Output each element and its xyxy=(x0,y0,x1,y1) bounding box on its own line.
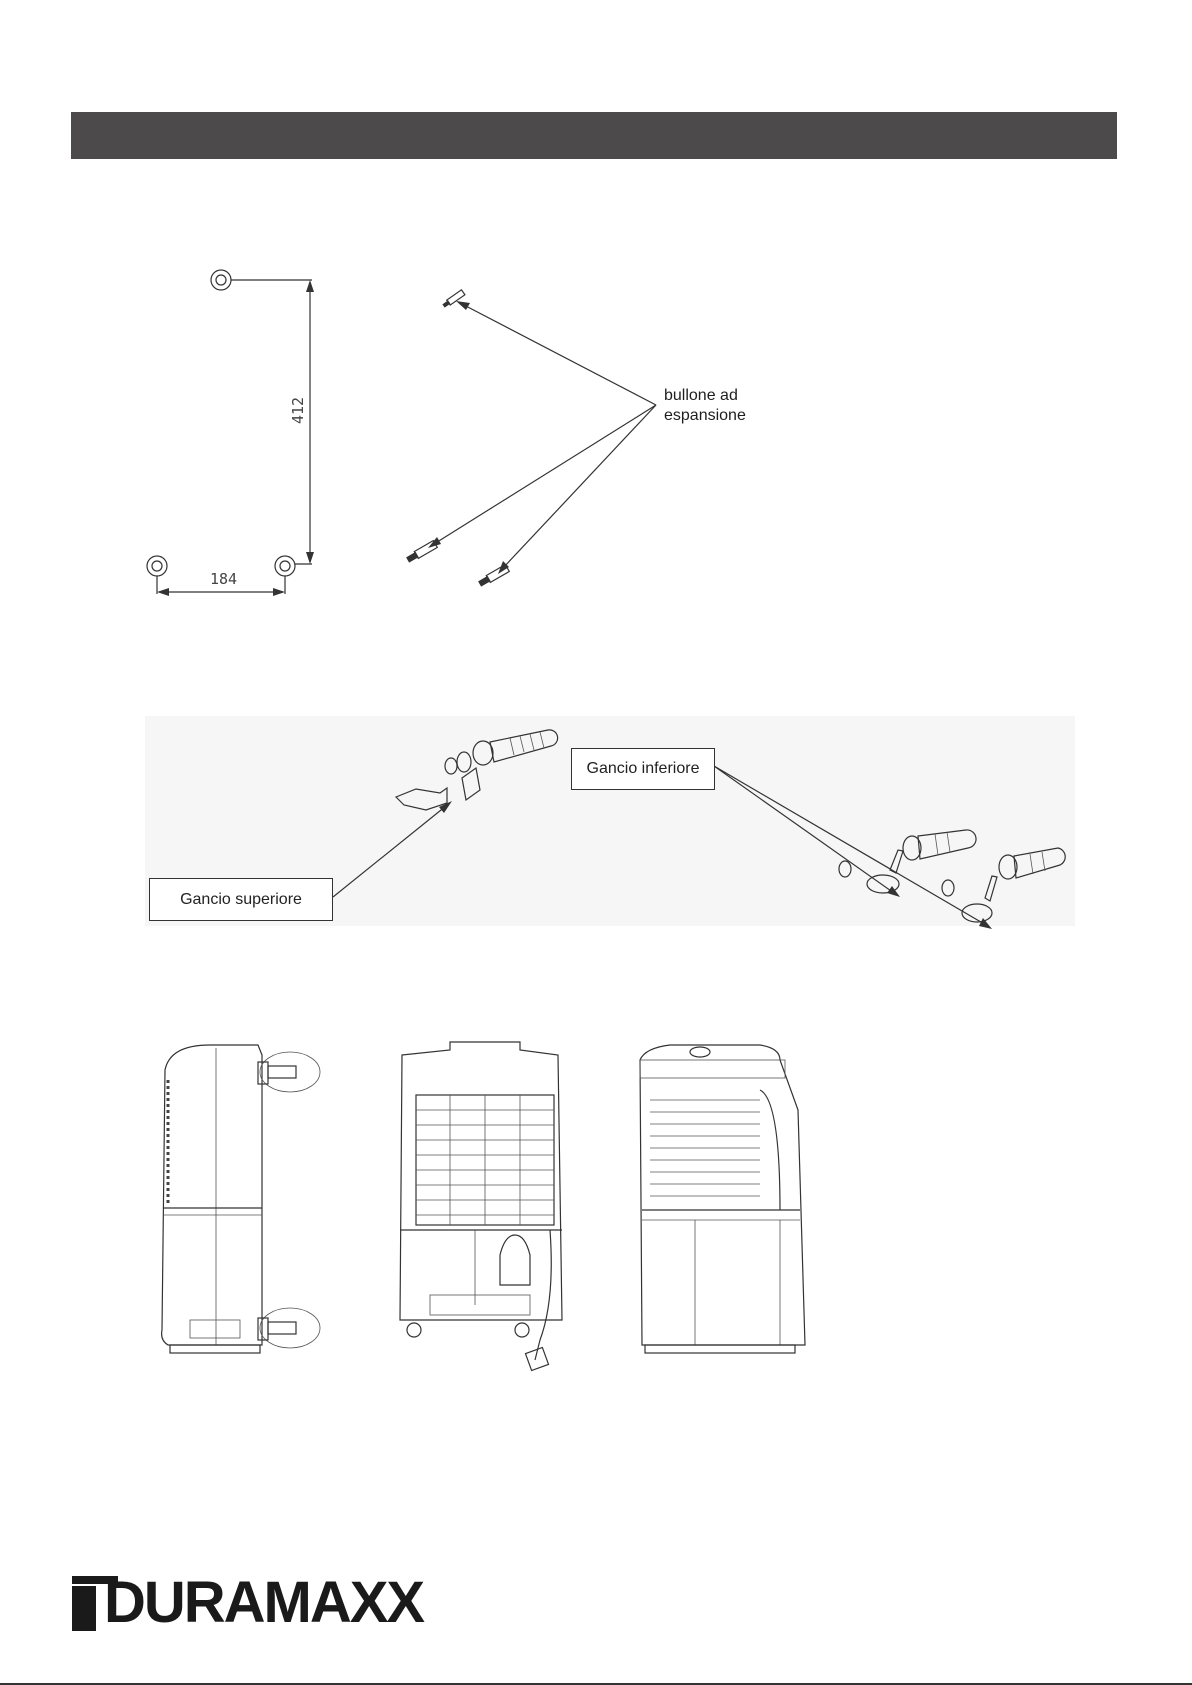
dehumidifier-front-view xyxy=(630,1040,820,1360)
rear-filter-grille xyxy=(416,1095,554,1225)
callout-expansion-bolt-line2: espansione xyxy=(664,406,746,426)
drill-hole-bottom-right xyxy=(275,556,295,576)
callout-arrows-bolts xyxy=(428,301,656,574)
dehumidifier-side-view xyxy=(150,1040,330,1360)
callout-lower-hook: Gancio inferiore xyxy=(571,748,715,790)
callout-expansion-bolt: bullone ad espansione xyxy=(664,386,746,426)
drill-hole-top xyxy=(211,270,231,290)
drill-hole-bottom-left xyxy=(147,556,167,576)
front-louvre-grille xyxy=(650,1100,760,1196)
drill-template-diagram: 412 184 xyxy=(0,0,1192,640)
brand-name: DURAMAXX xyxy=(104,1574,423,1632)
logo-bar-icon xyxy=(72,1586,96,1631)
dimension-vertical-value: 412 xyxy=(289,397,307,424)
dehumidifier-back-view xyxy=(390,1040,590,1370)
dimension-horizontal-value: 184 xyxy=(210,570,237,588)
callout-expansion-bolt-line1: bullone ad xyxy=(664,386,746,406)
callout-upper-hook: Gancio superiore xyxy=(149,878,333,921)
